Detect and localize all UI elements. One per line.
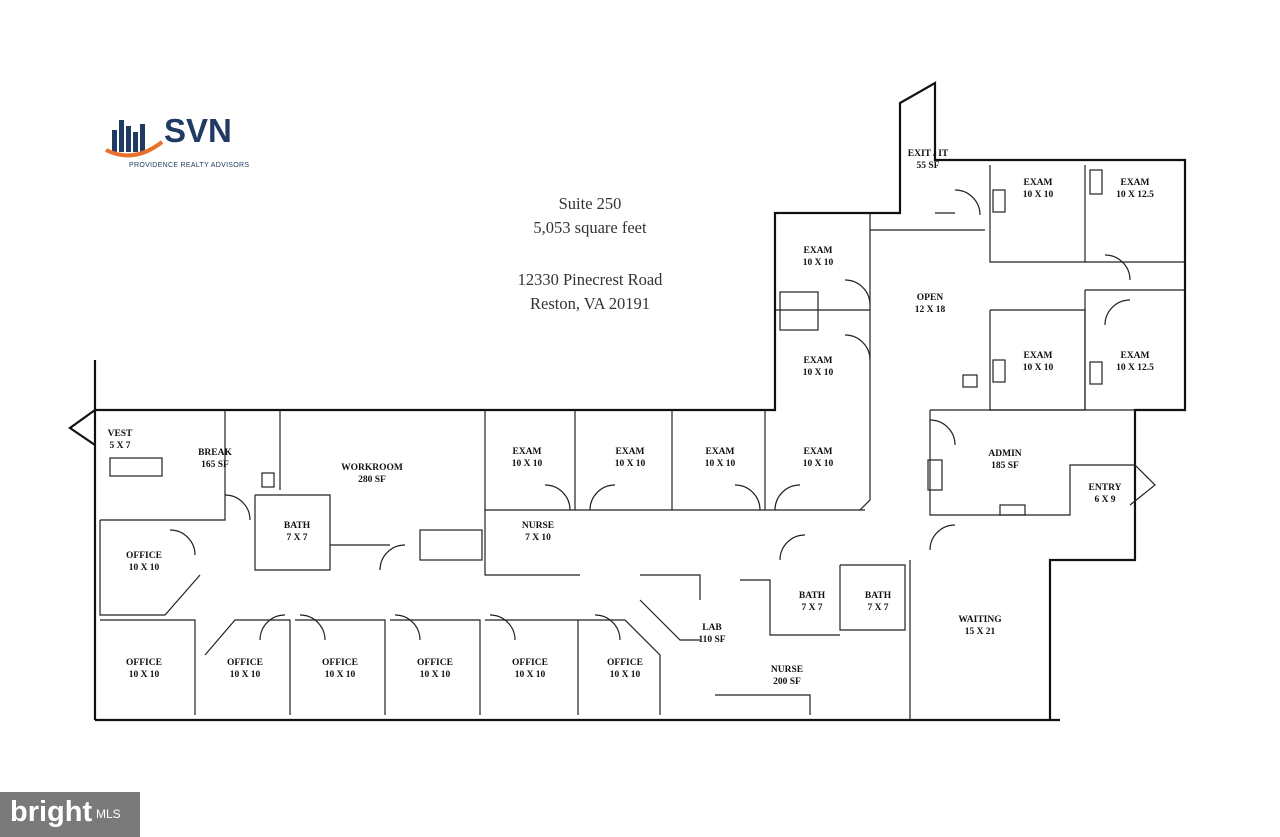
room-label-exam-wing-bot-name: EXAM — [803, 356, 832, 366]
room-label-nurse-small-name: NURSE — [522, 521, 554, 531]
watermark-bright: bright — [10, 796, 93, 828]
room-label-admin-size: 185 SF — [991, 461, 1019, 471]
outer-walls — [68, 81, 1187, 722]
room-label-exam-wing-top-size: 10 X 10 — [803, 258, 834, 268]
room-label-exam-b-name: EXAM — [615, 447, 644, 457]
building-bars-icon — [105, 120, 164, 158]
room-label-exam-ne2-name: EXAM — [1120, 351, 1149, 361]
room-label-vest-name: VEST — [108, 429, 133, 439]
room-label-bath-e-name: BATH — [865, 591, 892, 601]
room-label-open-size: 12 X 18 — [915, 305, 946, 315]
main-walls — [99, 409, 1135, 720]
room-label-nurse-small-size: 7 X 10 — [525, 533, 551, 543]
room-label-office-2-size: 10 X 10 — [230, 670, 261, 680]
room-label-office-w-size: 10 X 10 — [129, 563, 160, 573]
room-label-office-2-name: OFFICE — [227, 658, 263, 668]
room-label-break-size: 165 SF — [201, 460, 229, 470]
room-label-exam-nw2-size: 10 X 10 — [1023, 363, 1054, 373]
room-label-entry-name: ENTRY — [1089, 483, 1122, 493]
room-label-bath-w-name: BATH — [284, 521, 311, 531]
room-label-exam-d-size: 10 X 10 — [803, 459, 834, 469]
room-label-exam-ne1-name: EXAM — [1120, 178, 1149, 188]
room-label-bath-c-name: BATH — [799, 591, 826, 601]
room-label-exam-nw2-name: EXAM — [1023, 351, 1052, 361]
room-label-exam-ne2-size: 10 X 12.5 — [1116, 363, 1154, 373]
room-label-office-3-name: OFFICE — [322, 658, 358, 668]
room-label-exam-c-name: EXAM — [705, 447, 734, 457]
brand-name: SVN — [164, 112, 232, 149]
room-label-exam-d-name: EXAM — [803, 447, 832, 457]
watermark-bar — [0, 792, 140, 837]
city-address: Reston, VA 20191 — [530, 294, 650, 313]
room-label-office-1-name: OFFICE — [126, 658, 162, 668]
room-label-break-name: BREAK — [198, 448, 232, 458]
room-label-exam-a-size: 10 X 10 — [512, 459, 543, 469]
room-label-bath-w-size: 7 X 7 — [286, 533, 307, 543]
room-label-exam-b-size: 10 X 10 — [615, 459, 646, 469]
room-label-exam-wing-top-name: EXAM — [803, 246, 832, 256]
room-label-exam-nw1-size: 10 X 10 — [1023, 190, 1054, 200]
room-label-vest-size: 5 X 7 — [109, 441, 130, 451]
door-swings — [169, 189, 1156, 641]
room-label-lab-name: LAB — [702, 623, 722, 633]
upper-wing-walls — [775, 165, 1185, 511]
room-label-exam-nw1-name: EXAM — [1023, 178, 1052, 188]
room-label-office-6-size: 10 X 10 — [610, 670, 641, 680]
room-label-office-5-size: 10 X 10 — [515, 670, 546, 680]
room-label-nurse-big-size: 200 SF — [773, 677, 801, 687]
room-label-exam-wing-bot-size: 10 X 10 — [803, 368, 834, 378]
room-label-office-3-size: 10 X 10 — [325, 670, 356, 680]
room-label-bath-e-size: 7 X 7 — [867, 603, 888, 613]
room-label-workroom-size: 280 SF — [358, 475, 386, 485]
suite-name: Suite 250 — [558, 194, 622, 213]
room-label-waiting-size: 15 X 21 — [965, 627, 996, 637]
room-label-exam-ne1-size: 10 X 12.5 — [1116, 190, 1154, 200]
svn-logo — [104, 112, 274, 174]
room-label-exam-c-size: 10 X 10 — [705, 459, 736, 469]
room-label-lab-size: 110 SF — [698, 635, 725, 645]
room-label-workroom-name: WORKROOM — [341, 463, 403, 473]
suite-area: 5,053 square feet — [533, 218, 647, 237]
room-label-office-1-size: 10 X 10 — [129, 670, 160, 680]
room-label-waiting-name: WAITING — [958, 615, 1002, 625]
room-label-nurse-big-name: NURSE — [771, 665, 803, 675]
watermark-mls: MLS — [96, 807, 121, 821]
street-address: 12330 Pinecrest Road — [517, 270, 663, 289]
room-label-open-name: OPEN — [917, 293, 944, 303]
brand-tagline: PROVIDENCE REALTY ADVISORS — [129, 162, 250, 169]
room-label-office-6-name: OFFICE — [607, 658, 643, 668]
room-label-office-w-name: OFFICE — [126, 551, 162, 561]
room-label-exam-a-name: EXAM — [512, 447, 541, 457]
room-label-office-4-size: 10 X 10 — [420, 670, 451, 680]
room-label-exit-name: EXIT / IT — [908, 149, 949, 159]
room-label-office-5-name: OFFICE — [512, 658, 548, 668]
room-label-entry-size: 6 X 9 — [1094, 495, 1115, 505]
room-label-admin-name: ADMIN — [988, 449, 1021, 459]
room-label-exit-size: 55 SF — [917, 161, 940, 171]
room-label-office-4-name: OFFICE — [417, 658, 453, 668]
room-label-bath-c-size: 7 X 7 — [801, 603, 822, 613]
